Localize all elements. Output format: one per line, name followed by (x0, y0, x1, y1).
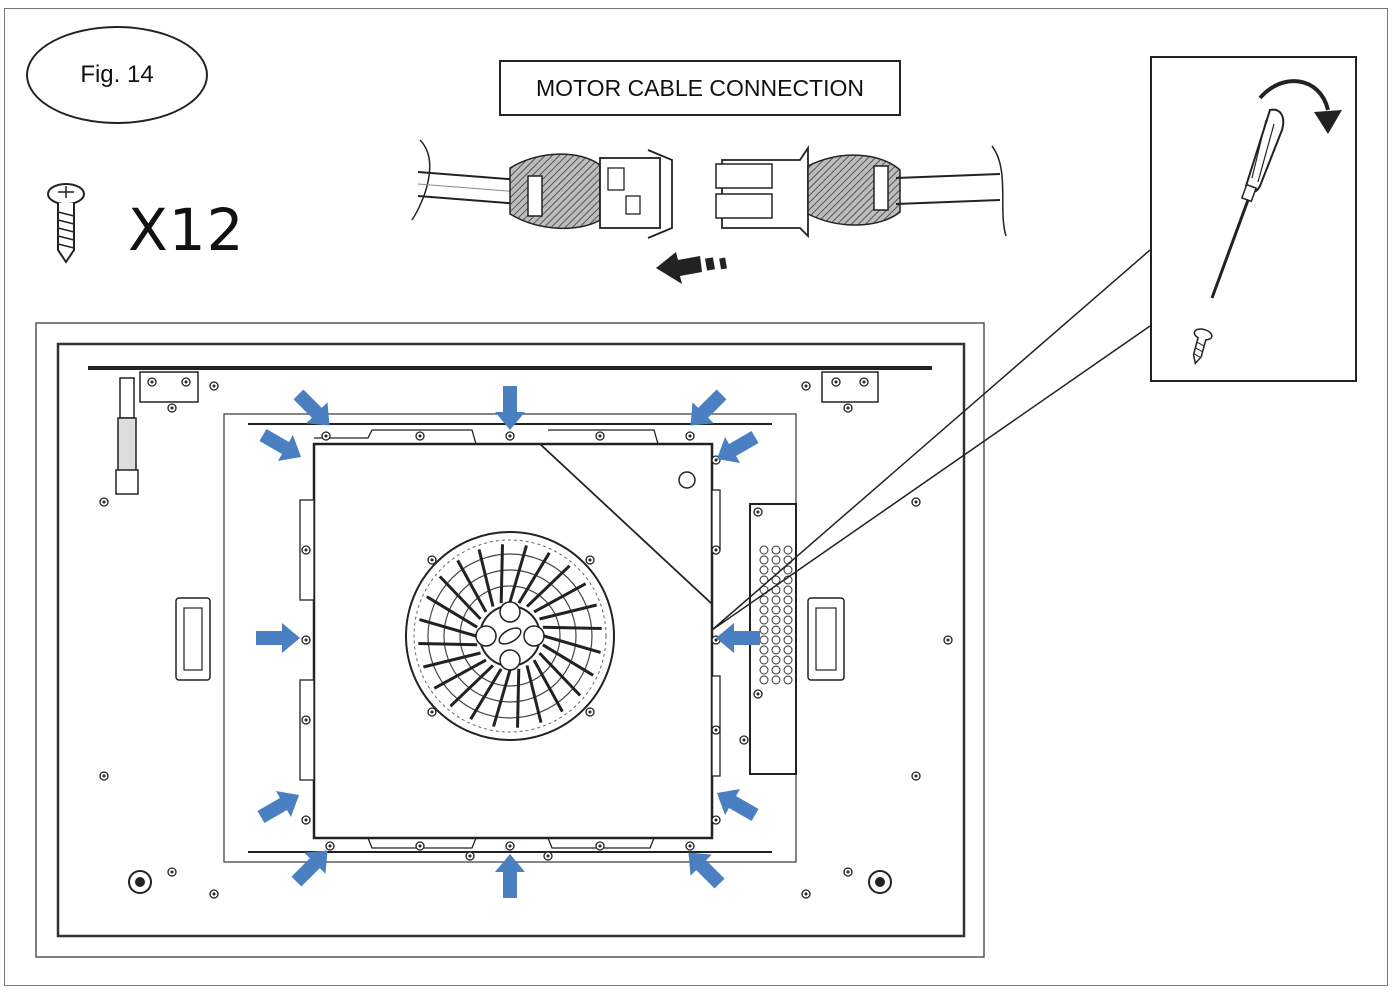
hinge-right (821, 371, 879, 403)
figure-label: Fig. 14 (26, 26, 208, 124)
screw-icon (1192, 328, 1213, 366)
hinge-left (139, 371, 199, 403)
hood-inner-frame (56, 342, 966, 938)
screw-point (595, 841, 605, 851)
screw-point (711, 545, 721, 555)
screw-point (181, 377, 191, 387)
connector-title: MOTOR CABLE CONNECTION (499, 60, 901, 116)
screw-point (301, 545, 311, 555)
screw-point (801, 889, 811, 899)
screw-point (465, 851, 475, 861)
screw-point (209, 381, 219, 391)
screw-point (843, 403, 853, 413)
screw-point (943, 635, 953, 645)
screw-point (711, 725, 721, 735)
fan-icon (405, 531, 615, 741)
screwdriver-detail (1150, 56, 1357, 382)
screw-point (99, 497, 109, 507)
handle-right (807, 597, 845, 681)
screw-point (843, 867, 853, 877)
screw-point (415, 841, 425, 851)
callout-line (711, 325, 1151, 631)
screw-point (415, 431, 425, 441)
screw-point (801, 381, 811, 391)
screw-point (301, 715, 311, 725)
screw-point (595, 431, 605, 441)
callout-line (711, 249, 1151, 631)
push-arrow-icon (656, 252, 727, 284)
screw-point (739, 735, 749, 745)
connector-left-icon (411, 139, 673, 239)
screw-point (911, 771, 921, 781)
screw-point (911, 497, 921, 507)
screw-point (543, 851, 553, 861)
screw-point (147, 377, 157, 387)
screw-point (301, 815, 311, 825)
screw-point (167, 867, 177, 877)
connector-right-icon (715, 145, 1007, 239)
screw-point (167, 403, 177, 413)
screw-point (753, 507, 763, 517)
screwdriver-icon (1210, 108, 1285, 299)
screw-point (505, 841, 515, 851)
screw-point (427, 555, 437, 565)
screw-point (585, 555, 595, 565)
screw-icon (47, 183, 85, 264)
gas-strut (115, 377, 139, 495)
screw-point (859, 377, 869, 387)
screw-point (427, 707, 437, 717)
screw-point (321, 431, 331, 441)
screw-point (831, 377, 841, 387)
screw-point (209, 889, 219, 899)
rotation-arrow-icon (1258, 79, 1342, 134)
screw-point (301, 635, 311, 645)
screw-point (685, 841, 695, 851)
screw-point (505, 431, 515, 441)
screw-point (711, 815, 721, 825)
screw-point (325, 841, 335, 851)
screw-point (99, 771, 109, 781)
screw-point (753, 689, 763, 699)
handle-left (175, 597, 211, 681)
figure-frame (4, 8, 1388, 986)
screw-quantity: X12 (128, 196, 245, 264)
screw-point (585, 707, 595, 717)
screw-point (685, 431, 695, 441)
